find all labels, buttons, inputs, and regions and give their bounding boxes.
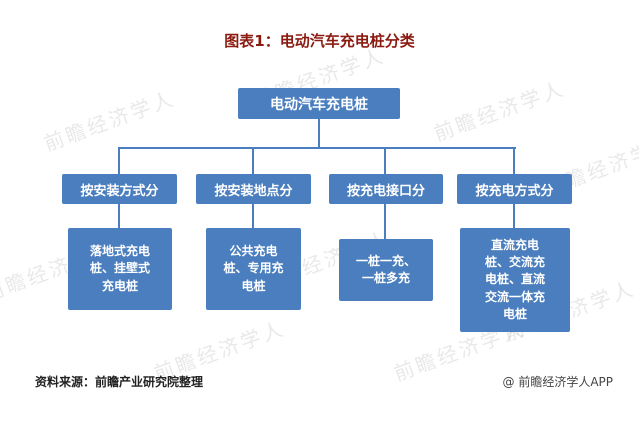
leaf-node-installation-method: 落地式充电 桩、挂壁式 充电桩	[68, 228, 172, 310]
connector-root-down	[318, 119, 320, 148]
connector-branch-1	[118, 147, 120, 175]
category-node-installation-location: 按安装地点分	[196, 174, 311, 204]
connector-branch-3	[384, 147, 386, 175]
root-node: 电动汽车充电桩	[238, 88, 400, 119]
credit-note: @ 前瞻经济学人APP	[502, 375, 614, 389]
connector-leaf-3	[384, 204, 386, 239]
watermark-text: 前瞻经济学人	[430, 76, 569, 146]
source-note: 资料来源：前瞻产业研究院整理	[35, 375, 204, 389]
leaf-node-charging-interface: 一桩一充、 一桩多充	[339, 239, 433, 301]
leaf-node-installation-location: 公共充电 桩、专用充 电桩	[206, 228, 301, 310]
connector-leaf-4	[513, 204, 515, 228]
category-node-charging-method: 按充电方式分	[457, 174, 572, 204]
connector-leaf-1	[118, 204, 120, 228]
leaf-node-charging-method: 直流充电 桩、交流充 电桩、直流 交流一体充 电桩	[460, 228, 570, 332]
connector-branch-2	[252, 147, 254, 175]
chart-title: 图表1：电动汽车充电桩分类	[224, 32, 415, 50]
connector-horizontal	[118, 147, 516, 149]
connector-branch-4	[513, 147, 515, 175]
category-node-installation-method: 按安装方式分	[62, 174, 177, 204]
watermark-text: 前瞻经济学人	[40, 86, 179, 156]
category-node-charging-interface: 按充电接口分	[329, 174, 443, 204]
connector-leaf-2	[252, 204, 254, 228]
